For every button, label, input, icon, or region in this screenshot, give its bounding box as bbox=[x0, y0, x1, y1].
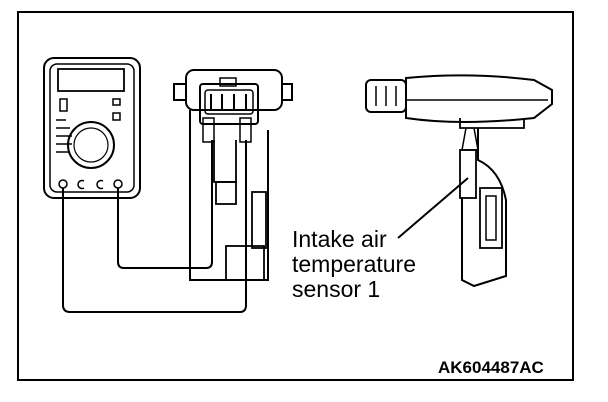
callout-line-1: Intake air bbox=[292, 226, 387, 252]
sensor-front-pins bbox=[210, 94, 247, 110]
figure-code: AK604487AC bbox=[438, 358, 544, 377]
sensor-side-airflow-channel bbox=[479, 187, 503, 249]
multimeter-dial-inner bbox=[73, 127, 109, 163]
multimeter-button-right-top bbox=[112, 98, 121, 106]
sensor-front-bottom-block bbox=[225, 245, 265, 281]
sensor-front-clip-left bbox=[173, 83, 187, 101]
sensor-front-stem bbox=[213, 140, 237, 183]
test-lead-upper bbox=[117, 140, 213, 269]
sensor-side-neck bbox=[459, 118, 525, 129]
sensor-side-temp-element bbox=[459, 149, 477, 199]
multimeter-jack-4 bbox=[113, 179, 123, 189]
multimeter-button-left bbox=[59, 98, 68, 112]
figure-border bbox=[17, 11, 574, 381]
callout-label: Intake air temperature sensor 1 bbox=[292, 227, 416, 302]
sensor-front-side-block bbox=[251, 191, 267, 249]
multimeter-jack-3 bbox=[96, 179, 104, 190]
sensor-side-probe bbox=[461, 127, 479, 151]
callout-line-3: sensor 1 bbox=[292, 276, 381, 302]
multimeter-jack-1 bbox=[58, 179, 68, 189]
sensor-front-body bbox=[189, 110, 269, 281]
callout-line-2: temperature bbox=[292, 251, 417, 277]
sensor-front-connector-face bbox=[204, 89, 254, 115]
sensor-front-clip-right bbox=[281, 83, 293, 101]
sensor-side-channel-inner bbox=[485, 195, 497, 241]
callout-leader-line bbox=[397, 177, 469, 239]
multimeter-dial bbox=[67, 121, 115, 169]
sensor-front-latch bbox=[219, 77, 237, 87]
multimeter bbox=[43, 57, 141, 199]
airflow-sensor-side bbox=[365, 74, 553, 288]
multimeter-scale-marks bbox=[56, 119, 72, 153]
sensor-front-element bbox=[215, 181, 237, 205]
sensor-front-probe-left bbox=[202, 117, 215, 143]
sensor-side-flange bbox=[405, 74, 553, 123]
sensor-side-connector-ribs bbox=[375, 86, 397, 106]
test-leads bbox=[62, 140, 247, 313]
airflow-sensor-front bbox=[173, 69, 293, 281]
test-lead-lower bbox=[62, 140, 247, 313]
sensor-front-probe-right bbox=[239, 117, 252, 143]
sensor-side-body bbox=[461, 128, 507, 288]
multimeter-bezel bbox=[49, 63, 135, 193]
multimeter-jack-2 bbox=[77, 179, 85, 190]
sensor-front-connector bbox=[199, 83, 259, 125]
multimeter-display bbox=[57, 68, 125, 92]
multimeter-button-right-bottom bbox=[112, 112, 121, 121]
multimeter-body bbox=[43, 57, 141, 199]
